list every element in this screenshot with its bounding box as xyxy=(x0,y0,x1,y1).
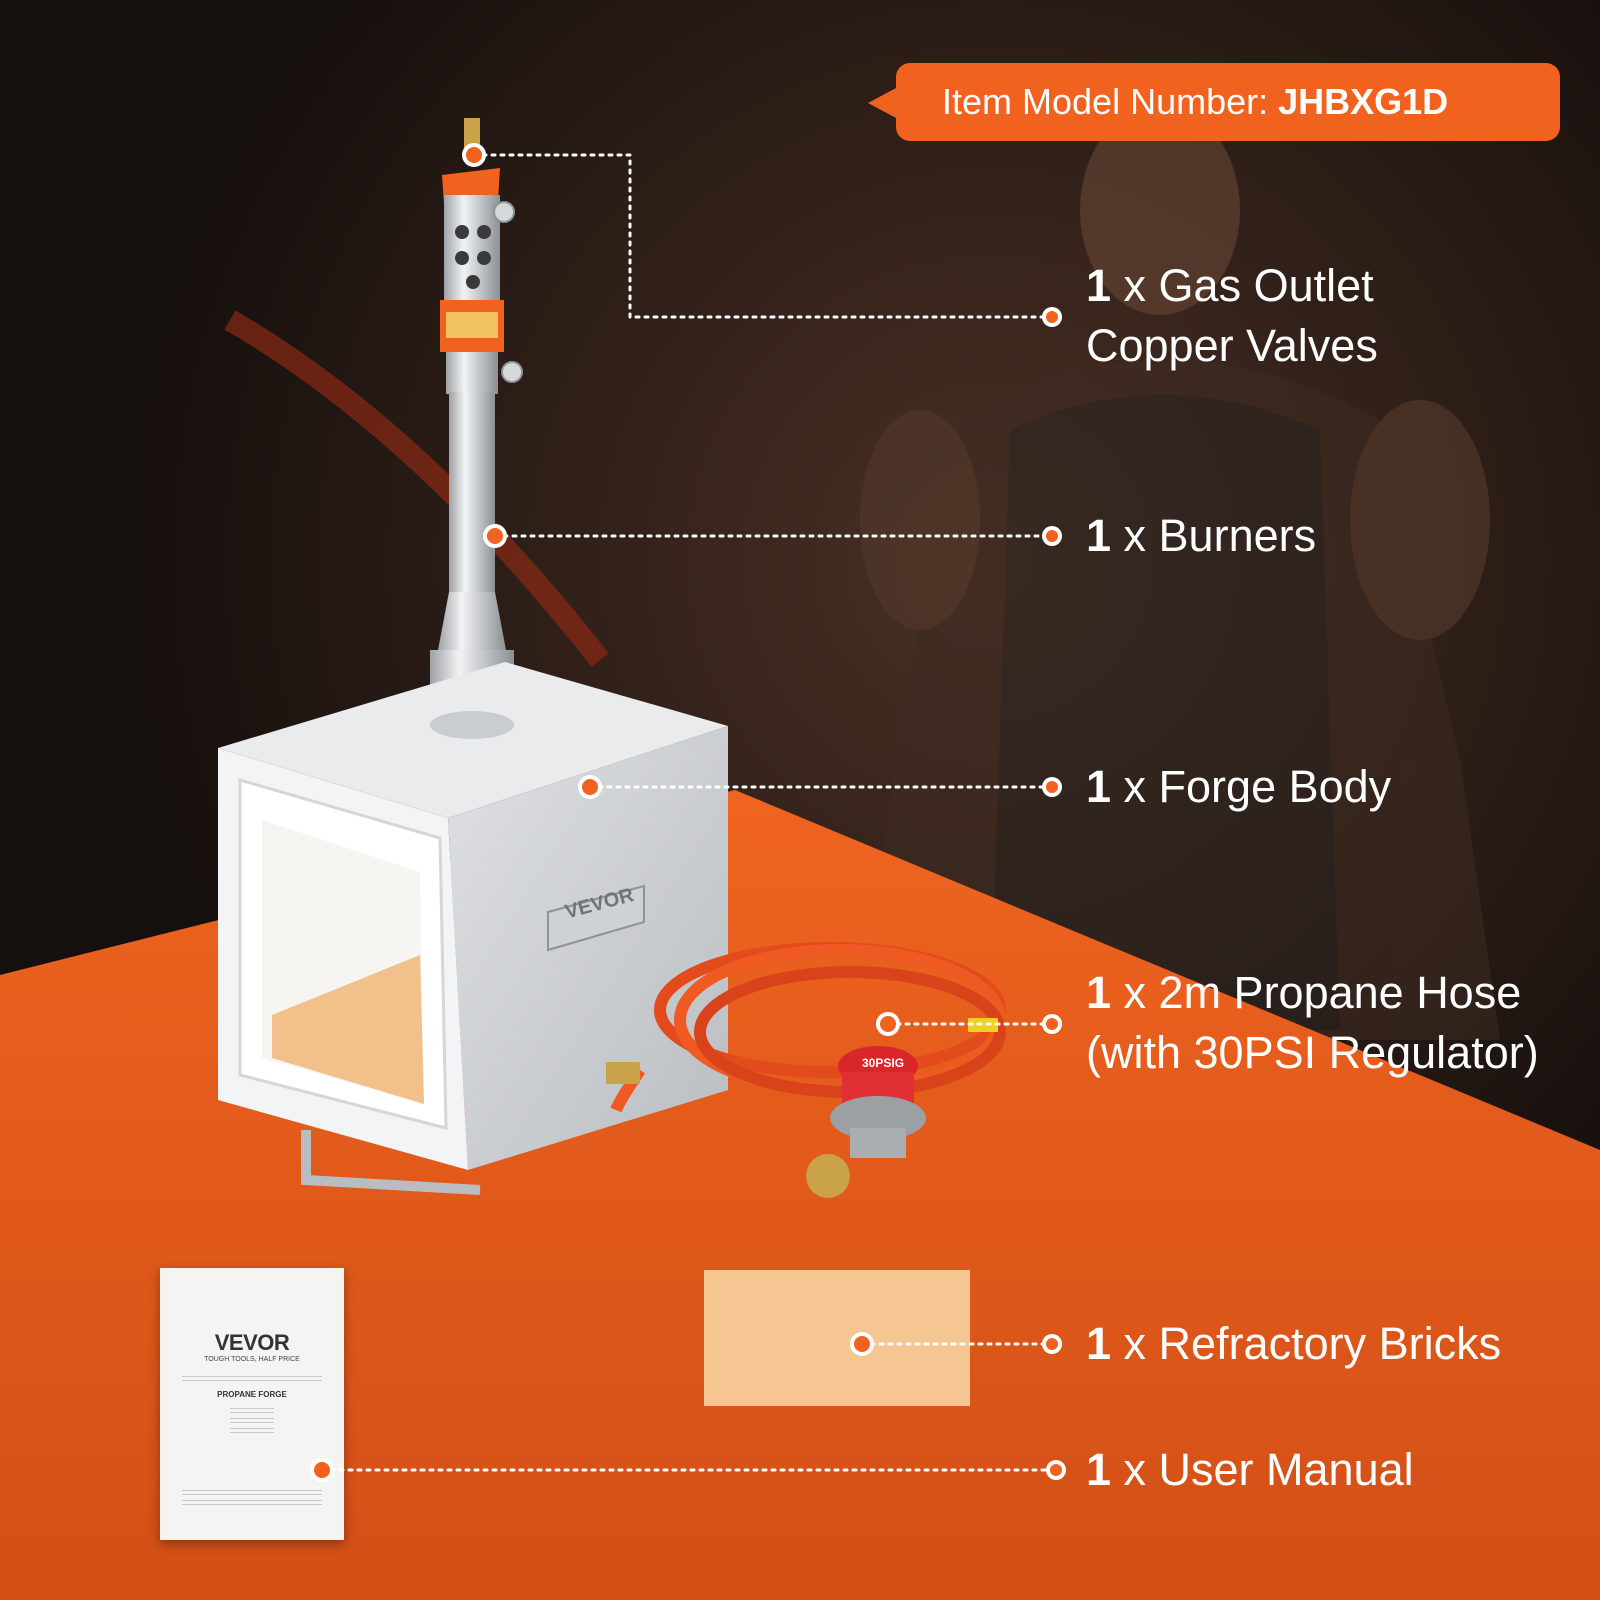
label-text: x Forge Body xyxy=(1111,761,1392,812)
model-number-value: JHBXG1D xyxy=(1278,81,1449,122)
label-propane-hose: 1 x 2m Propane Hose (with 30PSI Regulato… xyxy=(1086,963,1539,1083)
manual-text-lines xyxy=(230,1418,274,1423)
badge-pointer xyxy=(868,87,898,119)
manual-title: PROPANE FORGE xyxy=(217,1390,287,1399)
manual-text-lines xyxy=(230,1428,274,1433)
propane-hose xyxy=(606,942,1006,1113)
label-text-line2: (with 30PSI Regulator) xyxy=(1086,1027,1539,1078)
label-user-manual: 1 x User Manual xyxy=(1086,1440,1414,1500)
marker-dot-valves-end-inner xyxy=(1046,311,1058,323)
marker-dot-burners xyxy=(483,524,507,548)
label-text: x 2m Propane Hose xyxy=(1111,967,1522,1018)
label-qty: 1 xyxy=(1086,260,1112,311)
marker-dot-bricks xyxy=(850,1332,874,1356)
label-text: x User Manual xyxy=(1111,1444,1414,1495)
manual-text-lines xyxy=(182,1490,322,1495)
label-qty: 1 xyxy=(1086,1318,1112,1369)
marker-dot-forge-body-end-inner xyxy=(1046,781,1058,793)
model-number-badge: Item Model Number: JHBXG1D xyxy=(868,63,1560,141)
label-qty: 1 xyxy=(1086,967,1112,1018)
forge-box xyxy=(218,662,728,1195)
marker-dot-valves xyxy=(462,143,486,167)
label-refractory-bricks: 1 x Refractory Bricks xyxy=(1086,1314,1501,1374)
marker-dot-manual-end-inner xyxy=(1050,1464,1062,1476)
user-manual-image: VEVOR TOUGH TOOLS, HALF PRICE PROPANE FO… xyxy=(160,1268,344,1540)
marker-dot-manual xyxy=(310,1458,334,1482)
leader-line-valves xyxy=(472,153,1054,319)
regulator xyxy=(806,1046,926,1198)
marker-dot-forge-body xyxy=(578,775,602,799)
label-gas-outlet-valves: 1 x Gas Outlet Copper Valves xyxy=(1086,256,1378,376)
manual-slogan: TOUGH TOOLS, HALF PRICE xyxy=(204,1356,300,1363)
manual-brand: VEVOR xyxy=(214,1330,290,1355)
label-qty: 1 xyxy=(1086,1444,1112,1495)
blacksmith-silhouette xyxy=(860,105,1500,1040)
label-forge-body: 1 x Forge Body xyxy=(1086,757,1391,817)
label-text-line2: Copper Valves xyxy=(1086,320,1378,371)
marker-dot-hose xyxy=(876,1012,900,1036)
burner-assembly xyxy=(430,118,528,720)
label-qty: 1 xyxy=(1086,761,1112,812)
label-text: x Burners xyxy=(1111,510,1317,561)
label-qty: 1 xyxy=(1086,510,1112,561)
manual-text-lines xyxy=(182,1500,322,1505)
label-burners: 1 x Burners xyxy=(1086,506,1316,566)
marker-dot-burners-end-inner xyxy=(1046,530,1058,542)
marker-dot-bricks-end-inner xyxy=(1046,1338,1058,1350)
hot-iron-streak xyxy=(224,310,609,667)
manual-text-lines xyxy=(230,1408,274,1413)
regulator-label: 30PSIG xyxy=(862,1056,905,1070)
model-number-prefix: Item Model Number: xyxy=(942,81,1269,122)
label-text: x Gas Outlet xyxy=(1111,260,1374,311)
refractory-brick-image xyxy=(704,1270,970,1406)
manual-text-lines xyxy=(182,1376,322,1381)
marker-dot-hose-end-inner xyxy=(1046,1018,1058,1030)
label-text: x Refractory Bricks xyxy=(1111,1318,1502,1369)
